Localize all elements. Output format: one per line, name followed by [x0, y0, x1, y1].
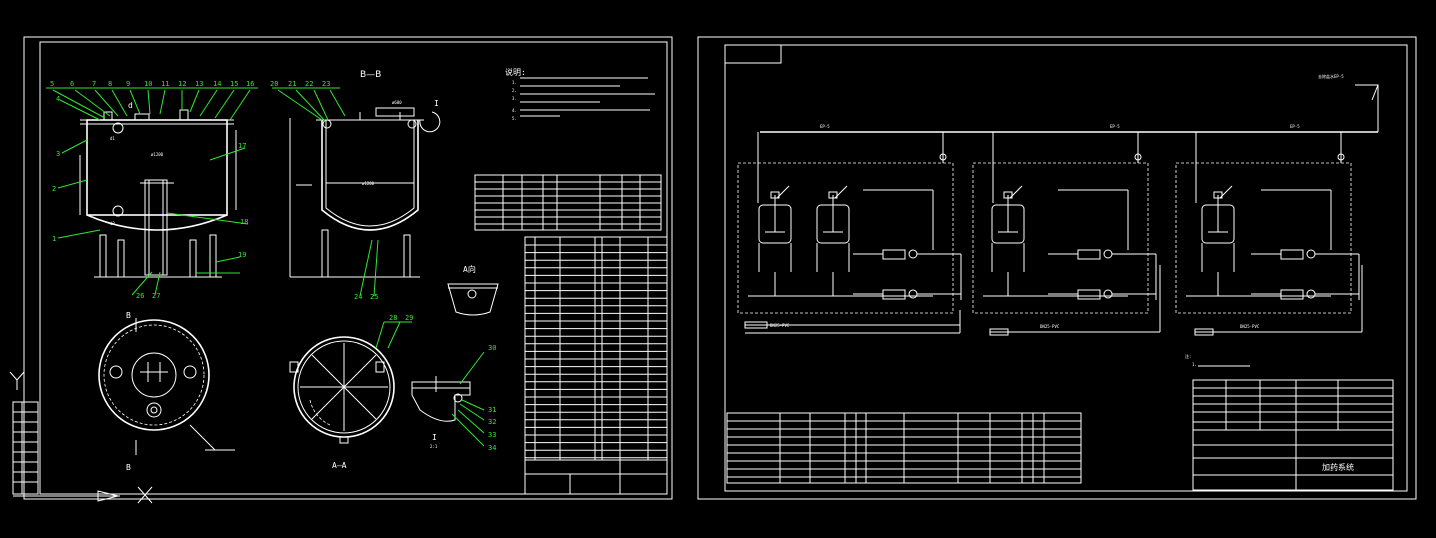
callout-10: 10: [144, 80, 152, 88]
vessel-section-aa: A—A 28 29: [289, 314, 413, 470]
callout-9: 9: [126, 80, 130, 88]
metering-pump: [1048, 249, 1156, 260]
detail-i-marker: I: [434, 99, 439, 108]
svg-text:d2: d2: [110, 221, 115, 226]
vessel-plan-view-b: B B: [98, 311, 235, 472]
title-block: 加药系统: [1192, 379, 1394, 491]
dosing-unit-1: [737, 132, 962, 314]
callout-7: 7: [92, 80, 96, 88]
callout-8: 8: [108, 80, 112, 88]
pipe-label-3: EP-5: [1290, 124, 1300, 129]
detail-a-view: A向: [447, 264, 499, 316]
section-b-top: B: [126, 311, 131, 320]
right-note-title: 注:: [1185, 353, 1191, 359]
callout-34: 34: [488, 444, 496, 452]
callout-16: 16: [246, 80, 254, 88]
vessel-section-bb: B—B ø1200 ø600 I: [270, 70, 441, 301]
detail-i-view: I 2:1 30 31 32 33 34: [411, 344, 496, 452]
detail-scale: 2:1: [430, 444, 438, 449]
note-3: 3.: [512, 96, 517, 101]
dosing-unit-3: [1175, 132, 1360, 314]
callout-30: 30: [488, 344, 496, 352]
callout-21: 21: [288, 80, 296, 88]
svg-text:ø1200: ø1200: [151, 152, 164, 157]
dosing-units: [737, 132, 1360, 314]
callout-32: 32: [488, 418, 496, 426]
section-b-bottom: B: [126, 463, 131, 472]
callout-18: 18: [240, 218, 248, 226]
dosing-tank: [991, 185, 1025, 296]
dosing-tank: [816, 185, 850, 296]
callout-26: 26: [136, 292, 144, 300]
title-block-name: 加药系统: [1322, 462, 1354, 472]
callout-4: 4: [56, 95, 60, 103]
note-2: 2.: [512, 88, 517, 93]
equipment-table: [726, 412, 1082, 484]
metering-pump: [1251, 249, 1359, 260]
callout-13: 13: [195, 80, 203, 88]
section-bb-label: B—B: [360, 70, 381, 80]
outlet-label-1: DN25-PVC: [770, 323, 790, 328]
callout-17: 17: [238, 142, 246, 150]
callout-1: 1: [52, 235, 56, 243]
right-note-text: 1.: [1192, 362, 1197, 367]
top-pipe-label: 去除盐水EP-5: [1318, 73, 1344, 79]
callout-20: 20: [270, 80, 278, 88]
dosing-unit-2: [972, 132, 1157, 314]
callout-5: 5: [50, 80, 54, 88]
metering-pump: [1251, 289, 1359, 300]
pipe-label-1: EP-5: [820, 124, 830, 129]
callout-33: 33: [488, 431, 496, 439]
outlet-label-2: DN25-PVC: [1040, 324, 1060, 329]
callout-2: 2: [52, 185, 56, 193]
callout-27: 27: [152, 292, 160, 300]
callout-24: 24: [354, 293, 362, 301]
left-drawing-sheet: d1 d2 d ø1200: [9, 36, 673, 504]
parts-list-table: [524, 236, 668, 495]
metering-pump: [853, 249, 961, 260]
note-1: 1.: [512, 80, 517, 85]
metering-pump: [853, 289, 961, 300]
callout-6: 6: [70, 80, 74, 88]
callout-12: 12: [178, 80, 186, 88]
detail-a-label: A向: [463, 264, 476, 274]
design-data-tables: [474, 174, 662, 231]
note-5: 5.: [512, 116, 517, 121]
svg-text:d1: d1: [110, 136, 115, 141]
callout-31: 31: [488, 406, 496, 414]
vessel-elevation-view: d1 d2 d ø1200: [79, 101, 237, 278]
section-aa-label: A—A: [332, 461, 347, 470]
metering-pump: [1048, 289, 1156, 300]
outlet-label-3: DN25-PVC: [1240, 324, 1260, 329]
callout-28: 28: [389, 314, 397, 322]
svg-text:ø600: ø600: [392, 100, 402, 105]
callout-25: 25: [370, 293, 378, 301]
note-4: 4.: [512, 108, 517, 113]
callout-22: 22: [305, 80, 313, 88]
pipe-label-2: EP-5: [1110, 124, 1120, 129]
callout-11: 11: [161, 80, 169, 88]
callout-19: 19: [238, 251, 246, 259]
notes-title: 说明:: [505, 67, 526, 77]
detail-i-title: I: [432, 433, 437, 442]
right-drawing-sheet: 去除盐水EP-5 EP-5 EP-5 EP-5 DN25-PVC DN25-PV…: [697, 36, 1417, 500]
callout-29: 29: [405, 314, 413, 322]
svg-text:ø1200: ø1200: [362, 181, 375, 186]
callout-15: 15: [230, 80, 238, 88]
nozzle-d-label: d: [128, 101, 133, 110]
callout-23: 23: [322, 80, 330, 88]
callout-3: 3: [56, 150, 60, 158]
dosing-tank: [758, 185, 792, 296]
technical-notes: 说明: 1. 2. 3. 4. 5.: [505, 67, 655, 121]
dosing-tank: [1201, 185, 1235, 296]
callouts-top-left-group: 5 6 7 8 9 10 11 12 13 14 15 16: [50, 80, 254, 88]
callout-14: 14: [213, 80, 221, 88]
